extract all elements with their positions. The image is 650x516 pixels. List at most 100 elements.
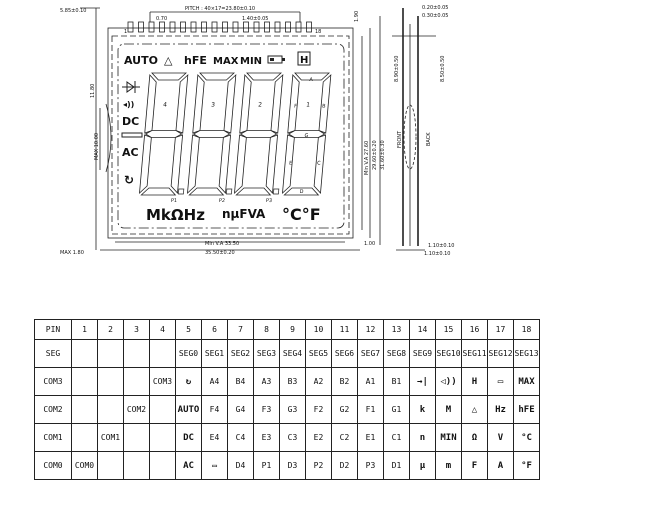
table-cell: 4 [149, 319, 176, 340]
point-label: P3 [266, 198, 273, 204]
icon-auto: AUTO [124, 54, 158, 67]
dim-glass-height: 29.60±0.20 [372, 140, 378, 170]
pin-6 [180, 21, 186, 33]
table-cell: COM0 [34, 451, 72, 480]
table-cell: SEG5 [305, 339, 332, 368]
icon-hold: H [300, 55, 308, 66]
table-cell: 11 [331, 319, 358, 340]
table-cell: SEG7 [357, 339, 384, 368]
digit-2: 2P3 [234, 72, 284, 204]
table-cell: ↻ [175, 367, 202, 396]
segment-e [282, 134, 295, 194]
table-cell: M [435, 395, 462, 424]
segment-b [270, 74, 284, 134]
back-label: BACK [426, 132, 432, 146]
icon-min: MIN [240, 56, 262, 67]
segment-e [139, 134, 152, 194]
table-cell: F4 [201, 395, 228, 424]
minus-icon [121, 132, 143, 138]
table-cell: V [487, 423, 514, 452]
dim-glass-width: 35.50±0.20 [205, 250, 235, 256]
table-cell: µ [409, 451, 436, 480]
dim-va-width: Min V.A 33.50 [205, 241, 239, 247]
table-cell [97, 339, 124, 368]
table-cell: ▭ [487, 367, 514, 396]
segment-f [192, 74, 205, 134]
decimal-point-1 [178, 188, 185, 195]
table-cell: COM2 [123, 395, 150, 424]
table-cell: SEG9 [409, 339, 436, 368]
diode-icon [122, 81, 140, 93]
battery-icon [267, 55, 285, 64]
table-cell: SEG4 [279, 339, 306, 368]
dim-side-top1: 0.20±0.05 [422, 5, 448, 11]
table-cell [149, 423, 176, 452]
table-cell: AC [175, 451, 202, 480]
table-cell: COM3 [149, 367, 176, 396]
glass-outline [107, 27, 354, 239]
pin-17 [295, 21, 302, 33]
segment-a [246, 72, 283, 81]
table-cell: SEG2 [227, 339, 254, 368]
segment-label-b: B [322, 104, 327, 110]
pin-2 [138, 21, 144, 33]
dim-pitch: PITCH : 40×17=23.80±0.10 [185, 6, 255, 12]
digit-3: 3P2 [187, 72, 237, 204]
segment-c [170, 134, 184, 194]
table-cell: A3 [253, 367, 280, 396]
segment-d [140, 187, 177, 196]
hold-icon-frame [297, 51, 311, 66]
dim-top-margin: 1.90 [354, 11, 360, 22]
segment-a [199, 72, 236, 81]
table-cell: →| [409, 367, 436, 396]
units-temp: °C°F [282, 205, 321, 224]
segment-c [313, 134, 327, 194]
pin-5 [169, 21, 176, 33]
table-cell: △ [461, 395, 488, 424]
table-cell: F [461, 451, 488, 480]
table-cell: PIN [34, 319, 72, 340]
icon-delta: △ [164, 54, 173, 67]
table-cell: SEG10 [435, 339, 462, 368]
segment-a [294, 72, 331, 81]
table-cell: P3 [357, 451, 384, 480]
pin-9 [211, 21, 218, 33]
table-cell: COM3 [34, 367, 72, 396]
table-cell: D2 [331, 451, 358, 480]
pin-14 [264, 21, 270, 33]
table-cell: D1 [383, 451, 410, 480]
segment-c [265, 134, 279, 194]
segment-d [235, 187, 272, 196]
table-cell [123, 423, 150, 452]
table-cell: MIN [435, 423, 462, 452]
pin-4 [159, 21, 165, 33]
table-cell: G3 [279, 395, 306, 424]
segment-label-c: C [317, 161, 322, 167]
table-cell: C2 [331, 423, 358, 452]
table-cell: B2 [331, 367, 358, 396]
segment-g [192, 130, 231, 138]
lcd-drawing: 5.85±0.10 PITCH : 40×17=23.80±0.10 0.70 … [60, 5, 454, 257]
table-cell: SEG13 [513, 339, 540, 368]
table-cell: A [487, 451, 514, 480]
table-cell: F2 [305, 395, 332, 424]
dim-max-left: MAX 1.80 [60, 250, 84, 256]
segment-a [151, 72, 188, 81]
table-cell: 1 [71, 319, 98, 340]
pin-15 [274, 21, 281, 33]
table-cell: COM2 [34, 395, 72, 424]
table-cell: C1 [383, 423, 410, 452]
table-cell: SEG0 [175, 339, 202, 368]
table-cell: 7 [227, 319, 254, 340]
table-cell: k [409, 395, 436, 424]
table-cell: SEG8 [383, 339, 410, 368]
table-cell: 13 [383, 319, 410, 340]
segment-label-e: E [289, 161, 293, 167]
table-cell: E2 [305, 423, 332, 452]
dim-va-height: Min V.A 27.60 [364, 141, 370, 175]
